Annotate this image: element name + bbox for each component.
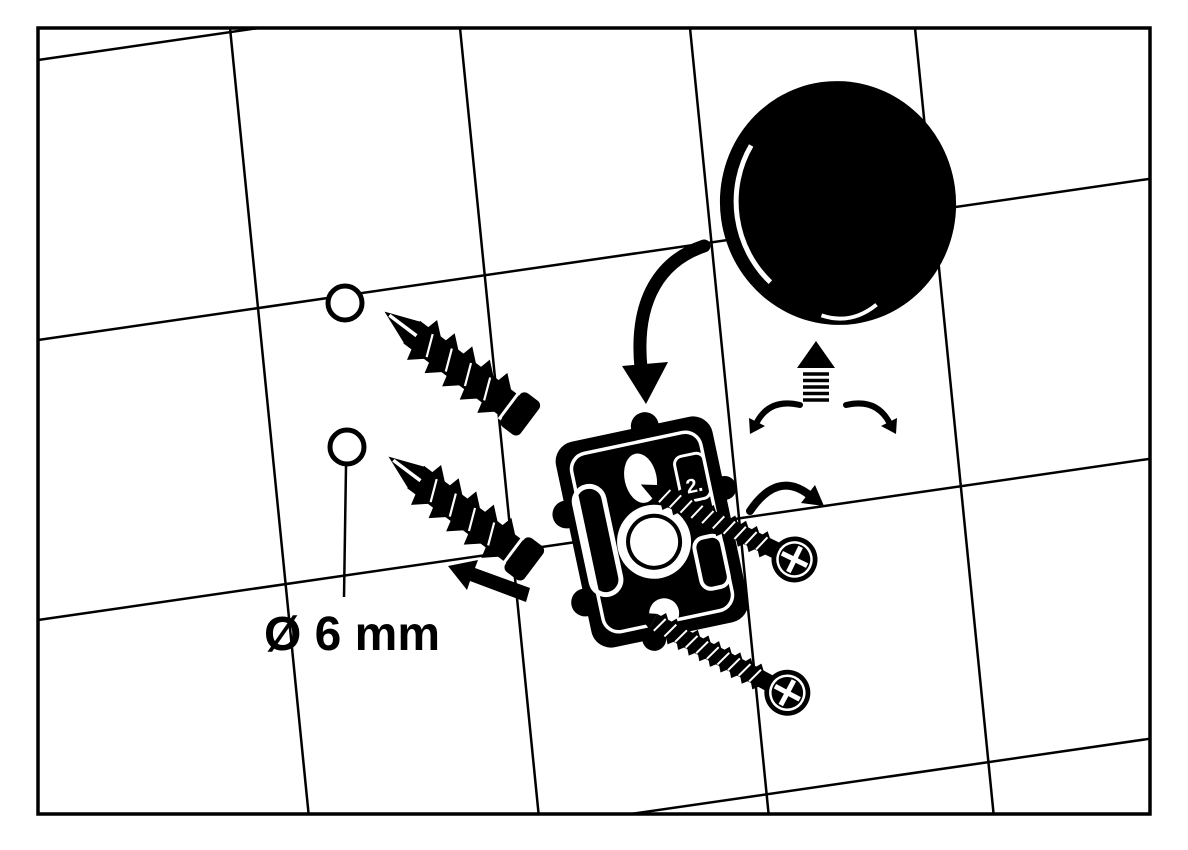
hole-diameter-label: Ø 6 mm	[264, 608, 440, 661]
plate-marking-tab	[673, 451, 712, 504]
insert-arrow-icon	[448, 560, 530, 602]
tile-line-horizontal	[630, 737, 1151, 816]
hole-leader-line	[342, 465, 348, 598]
cover-disc	[719, 81, 957, 325]
border-frame	[36, 26, 1152, 816]
tile-line-horizontal	[37, 26, 259, 62]
screw-rotate-arrow-icon	[746, 481, 824, 515]
push-on-arrow-icon	[797, 341, 835, 402]
attach-arrow-icon	[622, 239, 711, 404]
tile-line-vertical	[458, 27, 540, 815]
plate-right-tab	[692, 533, 731, 591]
twist-left-arrow-icon	[749, 400, 803, 434]
tile-line-horizontal	[37, 177, 1151, 342]
cover-bottom-rim	[820, 303, 878, 321]
tile-line-vertical	[228, 27, 310, 815]
plate-left-slot	[571, 483, 624, 598]
cover-rim-highlight	[733, 144, 773, 284]
plate-marking: 2.	[684, 474, 705, 499]
drill-hole-top	[325, 283, 365, 323]
drill-hole-bottom	[327, 427, 367, 467]
twist-right-arrow-icon	[843, 400, 897, 434]
